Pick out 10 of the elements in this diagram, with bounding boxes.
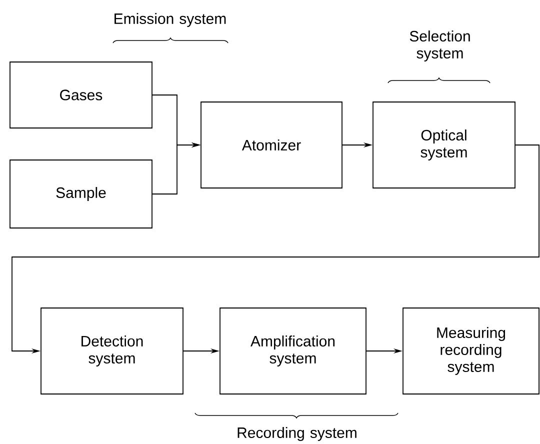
process-box: Gases [10,62,152,128]
process-box: Amplification system [220,308,366,394]
process-box: Atomizer [200,102,342,188]
process-box: Detection system [40,308,184,394]
process-box: Measuring recording system [402,308,540,394]
process-box: Sample [10,160,152,228]
group-label: Selection system [410,30,470,62]
group-label: Recording system [238,427,356,441]
process-box: Optical system [372,102,516,188]
group-label: Emission system [114,13,226,27]
